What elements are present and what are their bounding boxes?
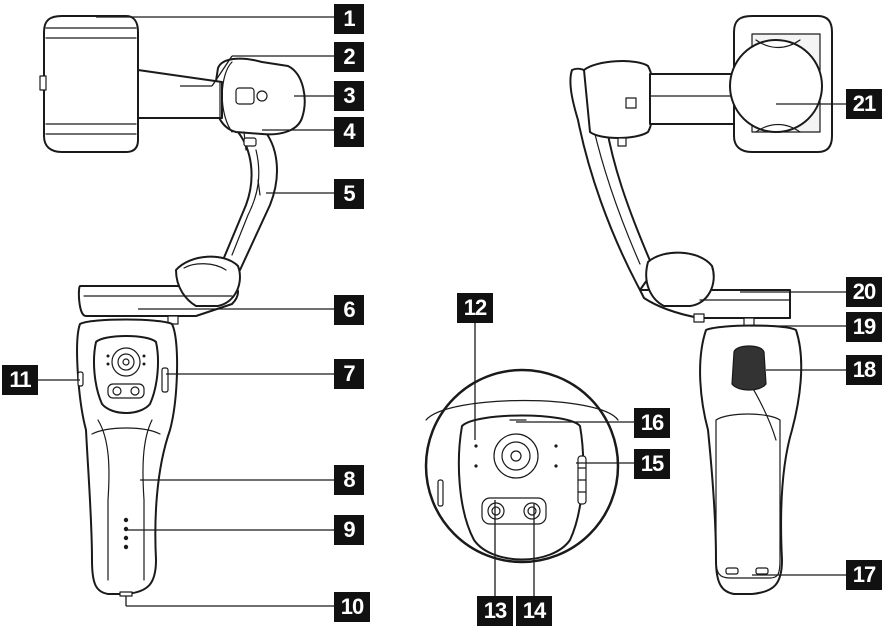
callout-6: 6: [334, 295, 364, 325]
callout-12: 12: [457, 293, 493, 323]
leader-lines: [36, 16, 848, 607]
strap-hole-right: [755, 567, 769, 575]
phone-clamp: [43, 15, 139, 153]
detail-joystick: [493, 433, 539, 479]
callout-7: 7: [334, 359, 364, 389]
roll-motor: [213, 57, 306, 136]
led-4: [123, 544, 129, 550]
callout-20: 20: [846, 277, 882, 307]
callout-15: 15: [634, 449, 670, 479]
back-handle: [699, 324, 803, 595]
button-14: [523, 502, 541, 520]
callout-11: 11: [2, 365, 38, 395]
strap-hole-left: [725, 567, 739, 575]
button-13: [487, 502, 505, 520]
callout-10: 10: [334, 592, 370, 622]
led-1: [123, 517, 129, 523]
callout-1: 1: [334, 4, 364, 34]
callout-3: 3: [334, 81, 364, 111]
callout-17: 17: [846, 560, 882, 590]
callout-16: 16: [634, 408, 670, 438]
callout-5: 5: [334, 179, 364, 209]
extension-arm: [137, 69, 223, 119]
front-view: [39, 15, 306, 597]
callout-19: 19: [846, 312, 882, 342]
front-joystick: [111, 347, 141, 377]
trigger-button: [731, 345, 767, 391]
callout-2: 2: [334, 42, 364, 72]
bottom-port: [119, 591, 133, 597]
zoom-wheel: [161, 367, 169, 393]
callout-9: 9: [334, 515, 364, 545]
callout-4: 4: [334, 117, 364, 147]
callout-18: 18: [846, 355, 882, 385]
clamp-mount-disc: [729, 39, 823, 133]
quick-release-knob: [235, 87, 255, 105]
led-3: [123, 535, 129, 541]
callout-13: 13: [477, 596, 513, 626]
callout-8: 8: [334, 465, 364, 495]
callout-14: 14: [516, 596, 552, 626]
side-button: [77, 371, 84, 387]
front-vertical-arm: [217, 127, 278, 273]
detail-view: [424, 368, 620, 564]
back-view: [569, 15, 833, 595]
callout-21: 21: [846, 89, 882, 119]
